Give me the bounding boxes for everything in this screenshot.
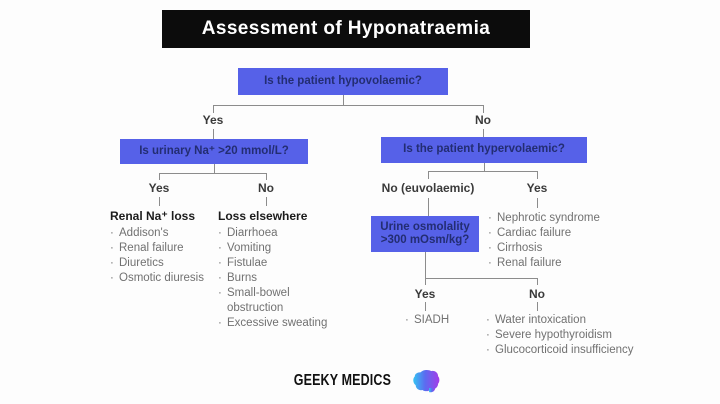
question-urine-osmolality: Urine osmolality >300 mOsm/kg?: [371, 216, 479, 252]
list-item: ·Vomiting: [218, 242, 272, 254]
outcome-heading: Loss elsewhere: [218, 209, 308, 223]
list-item: ·Osmotic diuresis: [110, 272, 204, 284]
branch-label-q4-yes: Yes: [414, 287, 436, 301]
list-item: ·Fistulae: [218, 257, 268, 269]
branch-label-q1-no: No: [475, 113, 491, 127]
outcome-hypervolaemic-causes: ·Nephrotic syndrome ·Cardiac failure ·Cirr…: [488, 211, 618, 271]
connector-line: [537, 171, 538, 179]
connector-line: [425, 252, 426, 278]
outcome-renal-na-loss: Renal Na⁺ loss ·Addison's·Renal failure·…: [110, 209, 214, 286]
connector-line: [484, 163, 485, 171]
outcome-list: ·Nephrotic syndrome ·Cardiac failure ·Cirr…: [488, 211, 618, 271]
connector-line: [537, 302, 538, 311]
connector-line: [428, 171, 429, 179]
connector-line: [213, 105, 484, 106]
connector-line: [483, 129, 484, 137]
connector-line: [483, 105, 484, 113]
branch-label-q1-yes: Yes: [202, 113, 224, 127]
connector-line: [425, 278, 426, 285]
outcome-heading: Renal Na⁺ loss: [110, 209, 196, 223]
list-item: ·Small-bowel obstruction: [218, 287, 290, 314]
list-item: ·Diuretics: [110, 257, 164, 269]
brand-footer: GEEKY MEDICS: [0, 369, 720, 393]
page-title: Assessment of Hyponatraemia: [162, 10, 530, 48]
question-hypovolaemic: Is the patient hypovolaemic?: [238, 68, 448, 95]
outcome-list: ·Addison's ·Renal failure ·Diuretics ·Osmot…: [110, 226, 214, 286]
branch-label-q4-no: No: [529, 287, 545, 301]
connector-line: [159, 197, 160, 206]
branch-label-q3-no: No (euvolaemic): [381, 181, 475, 195]
connector-line: [428, 198, 429, 216]
list-item: ·Water intoxication: [486, 314, 586, 326]
branch-label-q3-yes: Yes: [526, 181, 548, 195]
branch-label-q2-no: No: [258, 181, 274, 195]
list-item: ·Burns: [218, 272, 258, 284]
list-item: ·Cardiac failure: [488, 227, 572, 239]
list-item: ·Diarrhoea: [218, 227, 278, 239]
connector-line: [425, 278, 537, 279]
list-item: ·Renal failure: [488, 257, 562, 269]
list-item: ·Cirrhosis: [488, 242, 543, 254]
connector-line: [537, 198, 538, 208]
branch-label-q2-yes: Yes: [148, 181, 170, 195]
connector-line: [537, 278, 538, 285]
outcome-list: ·Diarrhoea ·Vomiting ·Fistulae ·Burns ·Small…: [218, 226, 338, 331]
connector-line: [213, 129, 214, 139]
outcome-loss-elsewhere: Loss elsewhere ·Diarrhoea ·Vomiting ·Fistu…: [218, 209, 338, 331]
list-item: ·Glucocorticoid insufficiency: [486, 344, 634, 356]
list-item: ·Severe hypothyroidism: [486, 329, 612, 341]
brain-icon: [412, 369, 440, 393]
connector-line: [213, 105, 214, 113]
question-urinary-sodium: Is urinary Na⁺ >20 mmol/L?: [120, 139, 308, 164]
connector-line: [425, 302, 426, 311]
connector-line: [266, 173, 267, 180]
question-hypervolaemic: Is the patient hypervolaemic?: [381, 137, 587, 163]
outcome-list: ·SIADH: [405, 313, 475, 328]
list-item: ·SIADH: [405, 314, 450, 326]
list-item: ·Addison's: [110, 227, 169, 239]
list-item: ·Excessive sweating: [218, 317, 328, 329]
brand-name: GEEKY MEDICS: [293, 372, 392, 389]
connector-line: [343, 95, 344, 105]
outcome-list: ·Water intoxication ·Severe hypothyroidis…: [486, 313, 646, 358]
list-item: ·Renal failure: [110, 242, 184, 254]
outcome-low-osmolality-causes: ·Water intoxication ·Severe hypothyroidis…: [486, 313, 646, 358]
list-item: ·Nephrotic syndrome: [488, 212, 600, 224]
connector-line: [428, 171, 537, 172]
connector-line: [159, 173, 160, 180]
outcome-siadh: ·SIADH: [405, 313, 475, 328]
connector-line: [214, 164, 215, 173]
connector-line: [159, 173, 266, 174]
connector-line: [266, 197, 267, 206]
